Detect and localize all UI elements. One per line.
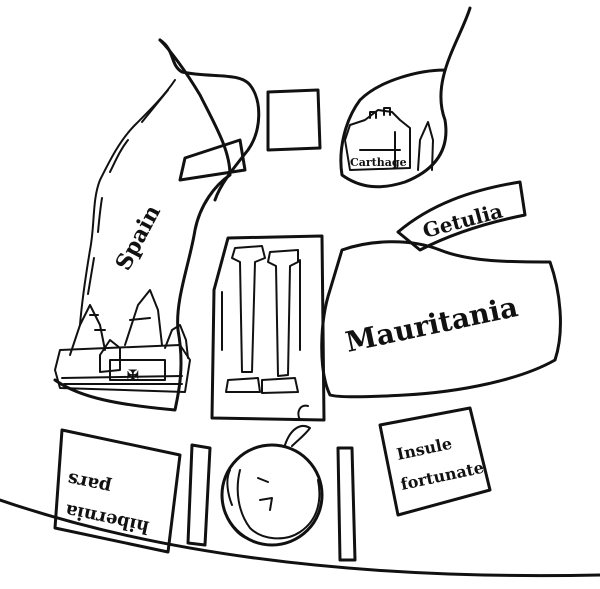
mauritania-region bbox=[320, 240, 562, 399]
island-rect-small bbox=[178, 138, 247, 182]
getulia-region bbox=[396, 180, 527, 252]
label-pars: pars bbox=[66, 468, 113, 498]
label-getulia: Getulia bbox=[420, 198, 505, 242]
spain-region bbox=[53, 38, 261, 412]
carthage-city-icon bbox=[344, 107, 434, 171]
strip-right bbox=[336, 446, 357, 562]
strip-left bbox=[186, 443, 212, 547]
label-insule: Insule bbox=[395, 434, 454, 464]
map-border-arc bbox=[0, 498, 600, 578]
label-fortunate: fortunate bbox=[399, 458, 486, 494]
spain-coast-waves bbox=[79, 79, 176, 326]
pillars-of-hercules-icon bbox=[210, 234, 326, 422]
carthage-region bbox=[339, 6, 472, 189]
island-rect-top bbox=[266, 88, 322, 152]
wind-face-icon bbox=[220, 404, 324, 547]
insule-fortunate-region bbox=[378, 406, 492, 517]
hibernia-region bbox=[53, 428, 182, 554]
spain-city-icon: ✠ bbox=[54, 289, 191, 393]
label-spain: Spain bbox=[110, 201, 166, 275]
label-carthage: Carthage bbox=[350, 156, 407, 169]
label-mauritania: Mauritania bbox=[343, 290, 521, 359]
